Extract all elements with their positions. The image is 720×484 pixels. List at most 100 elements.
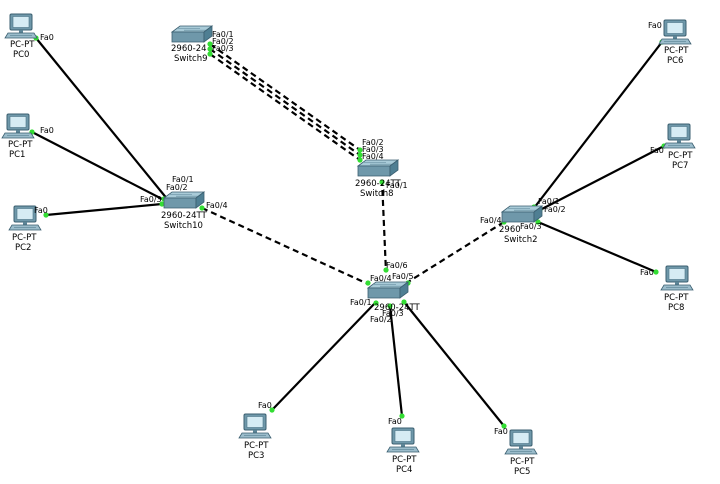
pc-icon	[1, 113, 35, 139]
pc-node-pc6[interactable]: PC-PT PC6	[658, 19, 692, 66]
switch-icon	[357, 159, 399, 177]
device-model-label: 2960	[499, 225, 521, 235]
pc-node-pc1[interactable]: PC-PT PC1	[1, 113, 35, 160]
port-label: Fa0/4	[362, 152, 384, 161]
link-center-pc5[interactable]	[403, 301, 505, 427]
port-label: Fa0	[40, 33, 54, 42]
pc-icon	[662, 123, 696, 149]
port-label: Fa0/1	[386, 181, 408, 190]
port-label: Fa0/2	[212, 37, 234, 46]
device-type-label: PC-PT	[8, 140, 33, 150]
device-name-label: PC8	[668, 303, 684, 313]
pc-icon	[386, 427, 420, 453]
port-labels: Fa0 Fa0 Fa0 Fa0 Fa0 Fa0 Fa0 Fa0 Fa0 Fa0/…	[34, 21, 664, 436]
port-indicators	[29, 35, 667, 429]
pc-icon	[238, 413, 272, 439]
device-model-label: 2960-24TT	[374, 303, 421, 313]
pc-node-pc5[interactable]: PC-PT PC5	[504, 429, 538, 477]
port-label: Fa0/2	[362, 138, 384, 147]
port-label: Fa0/3	[140, 195, 162, 204]
link-switch2-center[interactable]	[407, 221, 505, 283]
switch-icon	[171, 25, 213, 43]
port-label: Fa0/1	[350, 298, 372, 307]
device-type-label: PC-PT	[664, 293, 689, 303]
device-name-label: PC5	[514, 467, 530, 477]
device-type-label: PC-PT	[244, 441, 269, 451]
switch-node-center[interactable]: 2960-24TT	[367, 281, 421, 313]
port-label: Fa0	[640, 268, 654, 277]
device-name-label: PC7	[672, 161, 688, 171]
pc-node-pc4[interactable]: PC-PT PC4	[386, 427, 420, 475]
port-label: Fa0/4	[480, 216, 502, 225]
switch-node-switch8[interactable]: 2960-24TT Switch8	[355, 159, 402, 199]
switch-node-switch9[interactable]: 2960-24 Switch9	[171, 25, 213, 64]
port-label: Fa0/1	[538, 197, 560, 206]
links-layer	[31, 37, 665, 427]
device-type-label: PC-PT	[392, 455, 417, 465]
port-label: Fa0/2	[166, 183, 188, 192]
port-label: Fa0	[258, 401, 272, 410]
link-center-pc3[interactable]	[271, 301, 377, 411]
port-label: Fa0/6	[386, 261, 408, 270]
port-label: Fa0/2	[544, 205, 566, 214]
link-switch2-pc8[interactable]	[537, 220, 657, 274]
device-type-label: PC-PT	[668, 151, 693, 161]
device-name-label: Switch10	[164, 221, 203, 231]
pc-node-pc3[interactable]: PC-PT PC3	[238, 413, 272, 461]
port-label: Fa0/3	[520, 222, 542, 231]
port-label: Fa0/1	[212, 30, 234, 39]
switch-node-switch2[interactable]: 2960 Switch2	[499, 205, 543, 245]
device-model-label: 2960-24TT	[161, 211, 208, 221]
switch-icon	[367, 281, 409, 299]
port-label: Fa0/3	[382, 309, 404, 318]
pc-icon	[4, 13, 38, 39]
link-switch9-switch8-a[interactable]	[209, 43, 361, 151]
device-name-label: PC3	[248, 451, 264, 461]
port-label: Fa0	[650, 146, 664, 155]
port-label: Fa0	[34, 206, 48, 215]
pc-icon	[660, 265, 694, 291]
switch-icon	[163, 191, 205, 209]
link-switch10-center[interactable]	[201, 206, 369, 286]
link-switch8-center[interactable]	[380, 179, 388, 273]
device-name-label: PC6	[667, 56, 683, 66]
pc-node-pc8[interactable]: PC-PT PC8	[660, 265, 694, 313]
port-label: Fa0	[40, 126, 54, 135]
link-switch2-pc6[interactable]	[533, 41, 663, 209]
port-label: Fa0/4	[370, 274, 392, 283]
device-type-label: PC-PT	[510, 457, 535, 467]
link-switch9-switch8-b[interactable]	[209, 48, 361, 156]
device-name-label: Switch8	[360, 189, 394, 199]
device-name-label: Switch9	[174, 54, 208, 64]
device-name-label: Switch2	[504, 235, 538, 245]
port-label: Fa0	[648, 21, 662, 30]
link-switch2-pc7[interactable]	[539, 145, 665, 211]
pc-node-pc2[interactable]: PC-PT PC2	[8, 205, 42, 253]
pc-node-pc7[interactable]: PC-PT PC7	[662, 123, 696, 171]
port-label: Fa0/4	[206, 201, 228, 210]
device-name-label: PC2	[15, 243, 31, 253]
port-label: Fa0/5	[392, 272, 414, 281]
link-pc0-switch10[interactable]	[35, 37, 169, 201]
device-name-label: PC1	[9, 150, 25, 160]
device-type-label: PC-PT	[10, 40, 35, 50]
switch-icon	[501, 205, 543, 223]
device-model-label: 2960-24TT	[355, 179, 402, 189]
switch-node-switch10[interactable]: 2960-24TT Switch10	[161, 191, 208, 231]
link-center-pc4[interactable]	[388, 305, 404, 417]
link-switch9-switch8-c[interactable]	[209, 53, 361, 161]
device-name-label: PC0	[13, 50, 29, 60]
pc-icon	[504, 429, 538, 455]
link-pc2-switch10[interactable]	[45, 202, 163, 217]
pc-node-pc0[interactable]: PC-PT PC0	[4, 13, 38, 60]
port-label: Fa0	[494, 427, 508, 436]
port-label: Fa0	[388, 417, 402, 426]
port-label: Fa0/3	[362, 145, 384, 154]
device-name-label: PC4	[396, 465, 412, 475]
port-label: Fa0/2	[370, 315, 392, 324]
link-pc1-switch10[interactable]	[31, 131, 165, 201]
device-type-label: PC-PT	[664, 46, 689, 56]
pc-icon	[658, 19, 692, 45]
port-label: Fa0/3	[212, 44, 234, 53]
